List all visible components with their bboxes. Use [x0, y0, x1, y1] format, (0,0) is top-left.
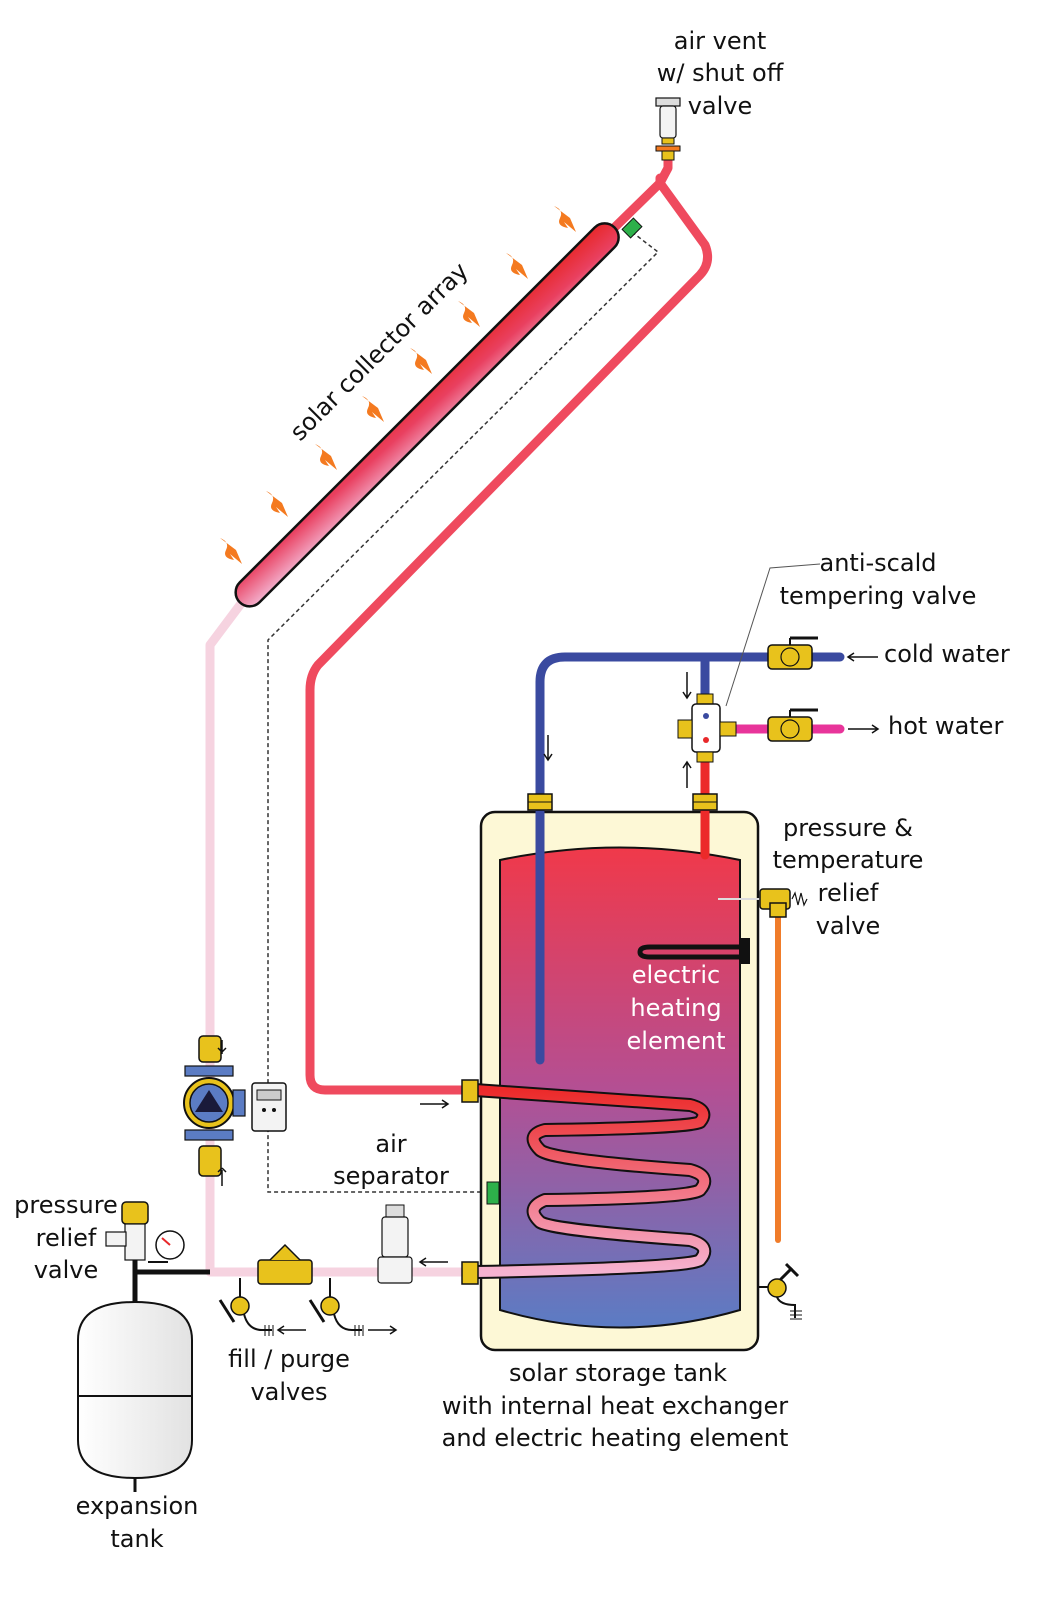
pressure-relief-label: pressure relief valve	[14, 1191, 118, 1284]
svg-text:with internal heat exchanger: with internal heat exchanger	[442, 1392, 788, 1420]
controller-icon	[251, 1082, 287, 1132]
storage-tank-label: solar storage tank with internal heat ex…	[442, 1359, 789, 1452]
electric-element-label: electric heating element	[627, 961, 726, 1055]
svg-text:valves: valves	[250, 1378, 327, 1406]
tank-sensor	[486, 1181, 500, 1205]
svg-text:pressure &: pressure &	[783, 814, 913, 842]
cold-water-label: cold water	[884, 640, 1010, 668]
air-separator-label: air separator	[333, 1130, 449, 1190]
electric-heating-element	[637, 938, 750, 964]
heat-arrow-icon	[458, 301, 480, 327]
hot-shutoff-valve-icon	[767, 708, 818, 742]
anti-scald-label: anti-scald tempering valve	[780, 549, 977, 610]
svg-text:temperature: temperature	[773, 846, 924, 874]
svg-text:valve: valve	[688, 92, 753, 120]
tank-fitting-hot	[692, 793, 718, 811]
tempering-valve-icon	[677, 693, 737, 763]
pt-relief-label: pressure & temperature relief valve	[773, 814, 924, 940]
svg-text:air vent: air vent	[674, 27, 766, 55]
svg-text:fill / purge: fill / purge	[228, 1345, 350, 1373]
svg-text:w/ shut off: w/ shut off	[657, 59, 784, 87]
expansion-tank-connection	[132, 1258, 210, 1302]
svg-text:valve: valve	[34, 1256, 99, 1284]
svg-text:and electric heating element: and electric heating element	[442, 1424, 789, 1452]
tp-relief-valve-icon	[718, 888, 808, 918]
svg-text:tank: tank	[110, 1525, 163, 1553]
svg-text:electric: electric	[632, 961, 721, 989]
heat-arrow-icon	[362, 396, 384, 422]
svg-text:air: air	[375, 1130, 406, 1158]
drain-valve-icon	[758, 1262, 802, 1320]
hot-water-label: hot water	[888, 712, 1003, 740]
air-separator-icon	[377, 1204, 413, 1284]
heat-arrow-icon	[220, 538, 242, 564]
air-vent-icon	[655, 97, 681, 161]
svg-text:relief: relief	[818, 879, 879, 907]
circulator-pump-icon	[183, 1035, 246, 1177]
heat-arrow-icon	[266, 491, 288, 517]
purge-valve-icon	[308, 1278, 364, 1336]
svg-text:solar storage tank: solar storage tank	[509, 1359, 727, 1387]
svg-text:expansion: expansion	[76, 1492, 199, 1520]
heat-exchanger-coil-fill	[470, 1085, 710, 1277]
expansion-tank-icon	[77, 1300, 193, 1492]
collector-supply-pipe	[205, 600, 475, 1277]
cold-shutoff-valve-icon	[767, 636, 818, 670]
heat-arrow-icon	[554, 206, 576, 232]
fill-purge-label: fill / purge valves	[228, 1345, 350, 1406]
svg-text:tempering valve: tempering valve	[780, 582, 977, 610]
tank-fitting-cold	[527, 793, 553, 811]
tank-fitting-coil-in	[461, 1079, 479, 1103]
tempering-valve-leader	[725, 563, 821, 707]
svg-text:separator: separator	[333, 1162, 449, 1190]
svg-text:anti-scald: anti-scald	[820, 549, 937, 577]
pressure-gauge-icon	[148, 1230, 185, 1263]
cold-water-pipe	[535, 652, 845, 1065]
svg-text:heating: heating	[630, 994, 721, 1022]
heat-arrow-icon	[315, 444, 337, 470]
expansion-tank-label: expansion tank	[76, 1492, 199, 1553]
solar-storage-tank	[479, 810, 760, 1352]
svg-text:valve: valve	[816, 912, 881, 940]
fill-valve-icon	[218, 1278, 274, 1336]
tank-fitting-coil-out	[461, 1261, 479, 1285]
sun-heat-arrows	[220, 206, 576, 564]
check-valve-icon	[257, 1243, 313, 1285]
svg-text:pressure: pressure	[14, 1191, 118, 1219]
pressure-relief-valve-icon	[105, 1201, 149, 1261]
collector-sensor	[621, 217, 643, 239]
air-vent-label: air vent w/ shut off valve	[657, 27, 784, 120]
svg-text:element: element	[627, 1027, 726, 1055]
flow-arrows	[217, 652, 880, 1335]
solar-collector	[234, 222, 620, 608]
heat-arrow-icon	[506, 253, 528, 279]
heat-arrow-icon	[410, 348, 432, 374]
sensor-wire	[267, 231, 660, 1193]
svg-text:relief: relief	[36, 1224, 97, 1252]
